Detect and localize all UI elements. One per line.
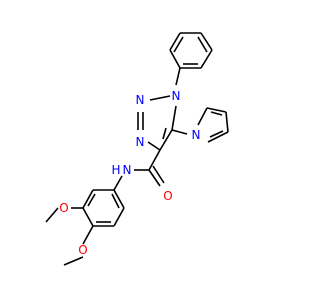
n-pyrrole-label: N (192, 128, 201, 142)
carboxamide-bonds (134, 149, 165, 187)
molecule-canvas: N N N N N H O O O (45, 32, 229, 266)
methoxy-bonds (45, 207, 94, 266)
n-amide-label: N (123, 163, 132, 177)
triazole-bonds (137, 67, 181, 151)
dimethoxyphenyl-ring (82, 189, 125, 227)
aryl-link-bond (113, 175, 123, 191)
o-carbonyl-label: O (163, 189, 172, 203)
h-amide-label: H (111, 163, 120, 177)
atom-labels: N N N N N H O O O (59, 89, 200, 257)
molecule-structure: N N N N N H O O O (45, 32, 229, 266)
o-methoxy-4-label: O (78, 243, 87, 257)
o-methoxy-3-label: O (59, 201, 68, 215)
pyrrole-ring (171, 107, 229, 143)
phenyl-ring (169, 32, 213, 69)
n2-label: N (136, 93, 145, 107)
n3-label: N (136, 135, 145, 149)
n1-label: N (172, 89, 181, 103)
